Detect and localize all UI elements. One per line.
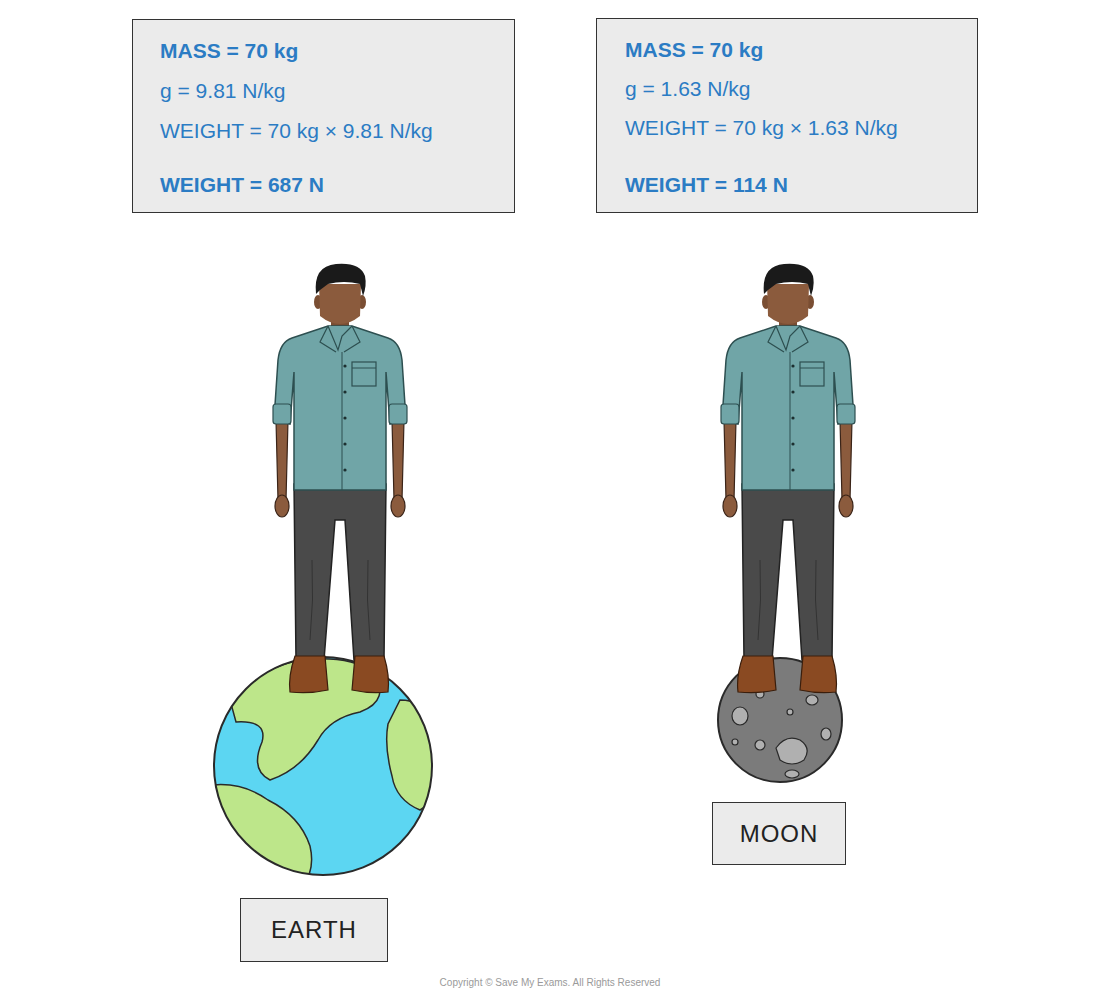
info-box: MASS = 70 kg g = 9.81 N/kgWEIGHT = 70 kg … [132, 19, 515, 213]
place-name: MOON [740, 820, 819, 848]
place-name: EARTH [271, 916, 357, 944]
quantity-result: WEIGHT = 687 N [160, 172, 500, 198]
quantity-line: g = 9.81 N/kg [160, 78, 500, 104]
place-label-box: EARTH [240, 898, 388, 962]
person-on-moon [721, 264, 855, 693]
quantity-result: WEIGHT = 114 N [625, 172, 963, 198]
quantity-line: g = 1.63 N/kg [625, 76, 963, 102]
quantity-line: WEIGHT = 70 kg × 1.63 N/kg [625, 115, 963, 141]
info-box: MASS = 70 kg g = 1.63 N/kgWEIGHT = 70 kg … [596, 18, 978, 213]
moon-craters [732, 690, 831, 778]
quantity-result: MASS = 70 kg [160, 38, 500, 64]
copyright-note: Copyright © Save My Exams. All Rights Re… [440, 977, 661, 988]
place-label-box: MOON [712, 802, 846, 865]
quantity-line: WEIGHT = 70 kg × 9.81 N/kg [160, 118, 500, 144]
person-on-earth [273, 264, 407, 693]
quantity-result: MASS = 70 kg [625, 37, 963, 63]
